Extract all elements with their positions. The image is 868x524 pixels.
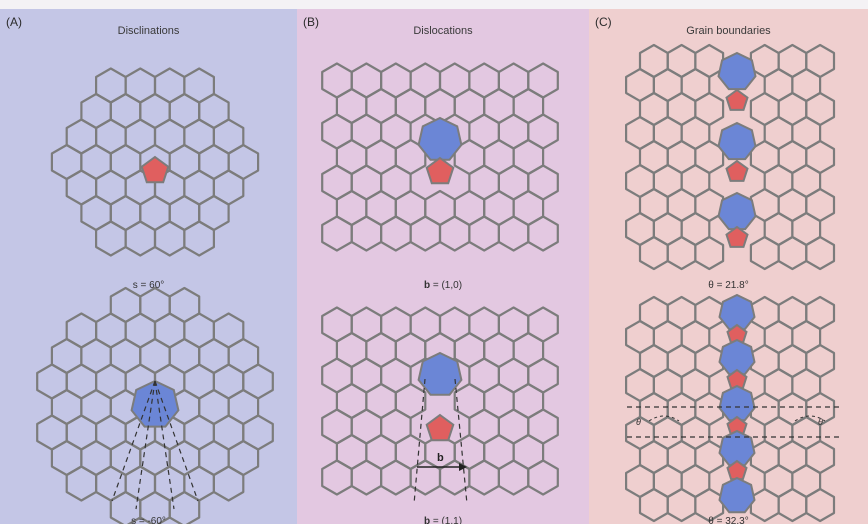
angle-arc: [648, 415, 680, 422]
panel-letter: (B): [303, 15, 319, 29]
caption-positive-disclination: s = 60°: [132, 280, 165, 291]
hexagon-cell: [527, 215, 559, 252]
hexagonal-lattice: [624, 295, 836, 523]
caption-burgers-vector-1-1: b = (1,1): [297, 516, 589, 524]
hexagon-cell: [321, 459, 353, 496]
hexagon-cell: [638, 235, 669, 271]
hexagon-cell: [666, 235, 697, 271]
disclinations-diagram: [36, 67, 274, 524]
heptagon-defect: [718, 476, 756, 514]
panel-dislocations: (B) Dislocations b = (1,0) b = (1,1) b: [297, 9, 589, 524]
caption-burgers-vector-1-0: b = (1,0): [297, 280, 589, 291]
burgers-value: = (1,0): [430, 280, 463, 291]
heptagon-defect: [718, 384, 756, 422]
hexagon-cell: [497, 215, 530, 252]
panel-letter: (A): [6, 15, 22, 29]
hexagon-cell: [438, 215, 471, 252]
burgers-value: = (1,1): [430, 516, 463, 524]
pentagon-defect: [725, 225, 749, 248]
burgers-guide-line: [154, 380, 175, 510]
panel-disclinations: (A) Disclinations s = 60° s = -60°: [0, 9, 297, 524]
burgers-guide-line: [135, 380, 156, 510]
hexagon-cell: [212, 465, 245, 502]
hexagon-cell: [153, 220, 186, 257]
pentagon-defect: [140, 155, 170, 184]
hexagonal-lattice: [321, 62, 559, 252]
dislocations-diagram: [321, 62, 559, 505]
hexagon-cell: [805, 487, 836, 523]
burgers-vector-label: b: [437, 452, 444, 464]
panel-title: Dislocations: [413, 25, 473, 37]
hexagon-cell: [124, 220, 157, 257]
theta-left-label: θ: [636, 417, 641, 427]
burgers-guide-line: [154, 380, 199, 502]
caption-angle-32-3: θ = 32.3°: [708, 516, 749, 524]
hexagon-cell: [749, 235, 780, 271]
burgers-symbol: b: [423, 516, 431, 524]
heptagon-defect: [717, 191, 757, 231]
heptagon-defect: [417, 351, 463, 396]
hexagon-cell: [694, 235, 725, 271]
hexagonal-lattice: [624, 43, 836, 271]
hexagon-cell: [805, 235, 836, 271]
burgers-vector-arrowhead: [459, 463, 467, 471]
caption-angle-21-8: θ = 21.8°: [708, 280, 749, 291]
hexagon-cell: [468, 459, 500, 496]
caption-negative-disclination: s = -60°: [131, 516, 166, 524]
heptagon-defect: [717, 121, 757, 161]
hexagon-cell: [94, 220, 127, 257]
hexagon-cell: [527, 459, 559, 496]
heptagon-defect: [717, 51, 757, 91]
hexagonal-lattice: [36, 286, 274, 524]
theta-right-label: θ: [818, 417, 823, 427]
burgers-symbol: b: [423, 280, 431, 291]
hexagon-cell: [350, 459, 383, 496]
hexagon-cell: [321, 215, 353, 252]
hexagon-cell: [468, 215, 500, 252]
panel-title: Disclinations: [117, 25, 180, 37]
heptagon-defect: [130, 379, 180, 428]
hexagon-cell: [168, 490, 201, 524]
hexagon-cell: [379, 459, 412, 496]
burgers-guide-line: [111, 380, 156, 502]
hexagon-cell: [777, 235, 808, 271]
pentagon-defect: [725, 159, 749, 182]
hexagon-cell: [497, 459, 530, 496]
hexagon-cell: [350, 215, 383, 252]
panel-title: Grain boundaries: [686, 25, 771, 37]
heptagon-defect: [417, 116, 463, 161]
hexagon-cell: [183, 220, 215, 257]
hexagon-cell: [379, 215, 412, 252]
hexagon-cell: [409, 215, 442, 252]
pentagon-defect: [425, 413, 455, 442]
pentagon-defect: [725, 88, 749, 111]
pentagon-defect: [425, 156, 455, 185]
grain-boundaries-diagram: [624, 43, 839, 523]
hexagon-cell: [65, 465, 98, 502]
panel-grain-boundaries: (C) Grain boundaries θ = 21.8° θ = 32.3°…: [589, 9, 868, 524]
hexagonal-lattice: [321, 306, 559, 496]
burgers-guide-line: [413, 378, 426, 505]
angle-arc: [794, 415, 826, 422]
burgers-guide-line: [454, 378, 468, 505]
panel-letter: (C): [595, 15, 612, 29]
